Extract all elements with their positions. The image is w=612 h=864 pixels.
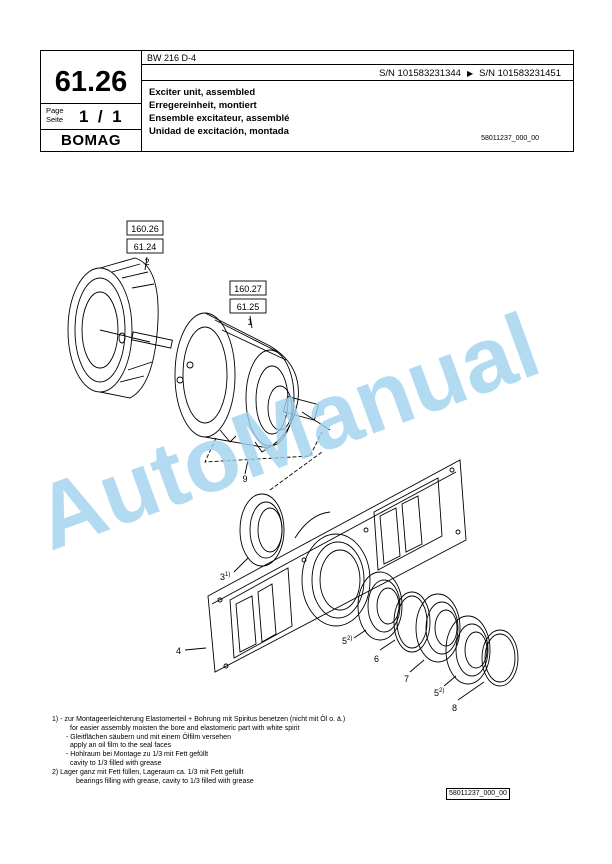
callout-1: 1 bbox=[247, 317, 252, 327]
leader-5a bbox=[353, 629, 367, 639]
part-5-bearing-lower bbox=[445, 615, 491, 685]
part-1-exciter-unit bbox=[174, 312, 331, 453]
title-en: Exciter unit, assembled bbox=[149, 87, 256, 98]
ref-mid-2: 61.25 bbox=[237, 302, 260, 312]
serial-to: S/N 101583231451 bbox=[479, 68, 561, 79]
part-8-retaining-ring bbox=[481, 629, 519, 687]
leader-6 bbox=[379, 639, 396, 651]
part-3-seal-ring bbox=[239, 493, 285, 567]
title-fr: Ensemble excitateur, assemblé bbox=[149, 113, 290, 124]
note-1-line-c: - Gleitflächen säubern und mit einem Ölf… bbox=[66, 733, 231, 741]
serial-from: S/N 101583231344 bbox=[379, 68, 461, 79]
serial-range: S/N 101583231344 ▶ S/N 101583231451 bbox=[141, 66, 573, 81]
ref-box-top-2 bbox=[126, 238, 164, 254]
note-2-line-a: 2) Lager ganz mit Fett füllen, Lageraum … bbox=[52, 768, 244, 776]
page-fraction: 1 / 1 bbox=[79, 107, 122, 126]
assembly-path-9 bbox=[204, 431, 323, 463]
header-left-column: 61.26 Page Seite 1 / 1 BOMAG bbox=[41, 51, 142, 151]
leader-3 bbox=[233, 557, 249, 573]
ref-box-top-1 bbox=[126, 220, 164, 236]
footer-doc-number: 58011237_000_00 bbox=[446, 788, 510, 800]
title-block: Exciter unit, assembled Erregereinheit, … bbox=[149, 86, 289, 138]
ref-box-mid-1 bbox=[229, 280, 267, 296]
header-doc-number: 58011237_000_00 bbox=[481, 135, 539, 142]
callout-5-lower: 52) bbox=[434, 688, 444, 698]
note-1-line-e: - Hohlraum bei Montage zu 1/3 mit Fett g… bbox=[66, 751, 209, 759]
title-es: Unidad de excitación, montada bbox=[149, 126, 289, 137]
page-indicator: Page Seite 1 / 1 bbox=[41, 104, 141, 130]
callout-4: 4 bbox=[176, 646, 181, 656]
ref-mid-1: 160.27 bbox=[234, 284, 262, 294]
part-6-circlip bbox=[393, 591, 431, 653]
leader-7 bbox=[409, 659, 425, 673]
ref-top-2: 61.24 bbox=[134, 242, 157, 252]
model-name: BW 216 D-4 bbox=[141, 51, 573, 65]
page-label: Page Seite bbox=[46, 106, 64, 124]
part-7-bearing-ring bbox=[415, 593, 461, 663]
part-2-housing-cover bbox=[67, 257, 173, 399]
leader-9 bbox=[244, 459, 249, 475]
ref-box-mid-2 bbox=[229, 298, 267, 314]
leader-5b bbox=[443, 675, 457, 687]
callout-8: 8 bbox=[452, 703, 457, 713]
callout-5-upper: 52) bbox=[342, 636, 352, 646]
ref-top-1: 160.26 bbox=[131, 224, 159, 234]
leader-1 bbox=[249, 315, 253, 329]
callout-6: 6 bbox=[374, 654, 379, 664]
title-de: Erregereinheit, montiert bbox=[149, 100, 257, 111]
section-number: 61.26 bbox=[41, 51, 141, 104]
note-1-line-d: apply an oil film to the seal faces bbox=[70, 742, 172, 750]
note-1-line-f: cavity to 1/3 filled with grease bbox=[70, 759, 162, 767]
leader-4 bbox=[184, 647, 207, 651]
header-block: 61.26 Page Seite 1 / 1 BOMAG BW 216 D-4 … bbox=[40, 50, 574, 152]
page-label-de: Page bbox=[46, 106, 64, 115]
callout-9: 9 bbox=[242, 474, 247, 484]
callout-7: 7 bbox=[404, 674, 409, 684]
exploded-view-drawing: 160.26 61.24 160.27 61.25 2 1 9 31) 4 52… bbox=[67, 220, 519, 713]
leader-2 bbox=[144, 256, 148, 271]
leader-8 bbox=[457, 681, 485, 701]
arrow-right-icon: ▶ bbox=[466, 69, 474, 78]
part-4-mounting-plate bbox=[207, 459, 467, 673]
note-1-line-a: 1) - zur Montageerleichterung Elastomert… bbox=[52, 716, 346, 723]
page-label-en: Seite bbox=[46, 115, 64, 124]
callout-2: 2 bbox=[144, 257, 149, 267]
bomag-logo: BOMAG bbox=[61, 132, 121, 149]
note-1-line-b: for easier assembly moisten the bore and… bbox=[70, 724, 300, 732]
assembly-notes: 1) - zur Montageerleichterung Elastomert… bbox=[52, 716, 345, 786]
note-2-line-b: bearings filling with grease, cavity to … bbox=[76, 777, 254, 785]
callout-3: 31) bbox=[220, 572, 230, 582]
